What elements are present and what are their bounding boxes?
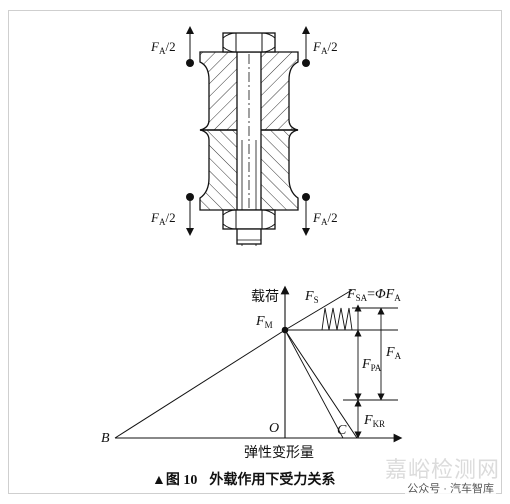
fm-label: FM	[255, 314, 273, 330]
force-point-upper-right	[302, 59, 310, 67]
fkr-label: FKR	[363, 413, 385, 429]
force-label-upper-left: FA/2	[150, 39, 176, 56]
clamped-part-stiffness-line	[284, 329, 358, 439]
force-point-upper-left	[186, 59, 194, 67]
bolt-stiffness-line	[114, 329, 286, 439]
caption-figure-number: 图 10	[166, 472, 198, 488]
force-label-lower-right: FA/2	[312, 210, 338, 227]
force-label-lower-left: FA/2	[150, 210, 176, 227]
fa-label: FA	[385, 345, 402, 361]
load-axis-label: 载荷	[251, 289, 279, 305]
point-b-label: B	[101, 431, 110, 446]
figure-frame	[8, 10, 502, 494]
force-point-lower-left	[186, 193, 194, 201]
caption-marker: ▲	[152, 473, 166, 488]
deformation-axis-label: 弹性变形量	[244, 445, 314, 461]
watermark-secondary: 公众号 · 汽车智库	[405, 480, 496, 496]
bolt-line-extension	[284, 289, 353, 331]
point-c-label: C	[337, 423, 347, 438]
fa-load-path	[284, 329, 344, 439]
bolted-joint-drawing: FA/2 FA/2 FA/2 FA/2	[150, 26, 338, 246]
fsa-label: FSA=ΦFA	[346, 287, 401, 303]
force-label-upper-right: FA/2	[312, 39, 338, 56]
force-deformation-diagram: 载荷 FS FSA=ΦFA FM FPA FA FKR O B C 弹性变形量	[101, 285, 403, 461]
fs-label: FS	[304, 289, 319, 305]
point-o-label: O	[269, 421, 279, 436]
fpa-label: FPA	[361, 357, 382, 373]
fsa-spring	[321, 307, 353, 331]
force-point-lower-right	[302, 193, 310, 201]
bolt-tail	[236, 228, 262, 245]
bolt-head	[222, 32, 276, 53]
nut	[222, 209, 276, 230]
caption-text: 外载作用下受力关系	[209, 471, 335, 488]
watermark-main: 嘉峪检测网	[384, 457, 500, 482]
figure-caption: ▲图 10 外载作用下受力关系	[152, 471, 335, 488]
